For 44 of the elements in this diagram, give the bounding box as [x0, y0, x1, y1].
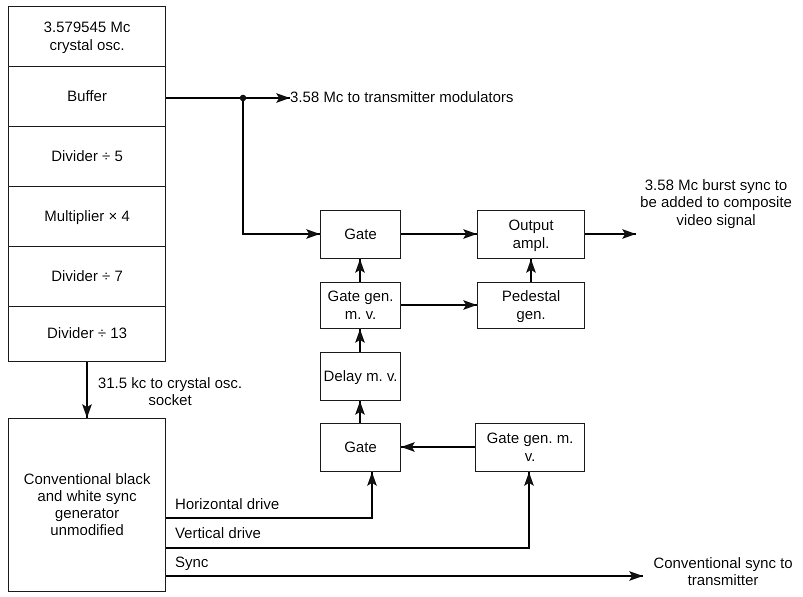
- process-box: [8, 6, 166, 67]
- process-box: [477, 282, 585, 329]
- signal-label: 3.58 Mc burst sync to be added to composite video signal: [636, 176, 796, 254]
- process-box: [8, 66, 166, 127]
- box-label: Gate gen. m. v.: [326, 288, 394, 323]
- signal-arrow: [526, 259, 536, 282]
- box-label: Divider ÷ 5: [51, 148, 123, 166]
- signal-arrow: [82, 362, 92, 418]
- process-box: [320, 210, 401, 259]
- edge-label: Sync: [175, 554, 208, 572]
- process-box: [320, 282, 401, 329]
- box-label: Buffer: [67, 88, 107, 106]
- box-label: Multiplier × 4: [44, 208, 130, 226]
- process-box: [320, 352, 401, 401]
- signal-arrow: [401, 442, 475, 452]
- signal-arrow: [166, 472, 534, 549]
- box-label: Delay m. v.: [324, 368, 398, 386]
- signal-arrow: [355, 401, 365, 423]
- signal-arrow: [401, 300, 477, 310]
- box-label: Output ampl.: [507, 217, 555, 252]
- box-label: Gate: [344, 438, 377, 456]
- process-box: [8, 306, 166, 362]
- signal-arrow: [355, 329, 365, 352]
- process-box: [8, 246, 166, 307]
- box-label: Conventional black and white sync generator unmodified: [22, 470, 152, 540]
- process-box: [475, 423, 585, 472]
- box-label: Divider ÷ 13: [47, 325, 127, 343]
- box-label: Pedestal gen.: [500, 288, 562, 323]
- box-label: Divider ÷ 7: [51, 268, 123, 286]
- process-box: [8, 418, 166, 592]
- box-label: Gate: [344, 226, 377, 244]
- signal-label: Conventional sync to transmitter: [643, 554, 803, 596]
- signal-label: 3.58 Mc to transmitter modulators: [290, 88, 560, 108]
- signal-arrow: [355, 259, 365, 282]
- signal-arrow: [166, 571, 643, 581]
- process-box: [320, 423, 401, 472]
- process-box: [8, 186, 166, 247]
- signal-arrow: [166, 472, 377, 519]
- process-box: [477, 210, 585, 259]
- process-box: [8, 126, 166, 187]
- box-label: Gate gen. m. v.: [486, 430, 574, 465]
- signal-arrow: [401, 229, 477, 239]
- box-label: 3.579545 Mc crystal osc.: [42, 19, 132, 54]
- signal-arrow: [585, 229, 636, 239]
